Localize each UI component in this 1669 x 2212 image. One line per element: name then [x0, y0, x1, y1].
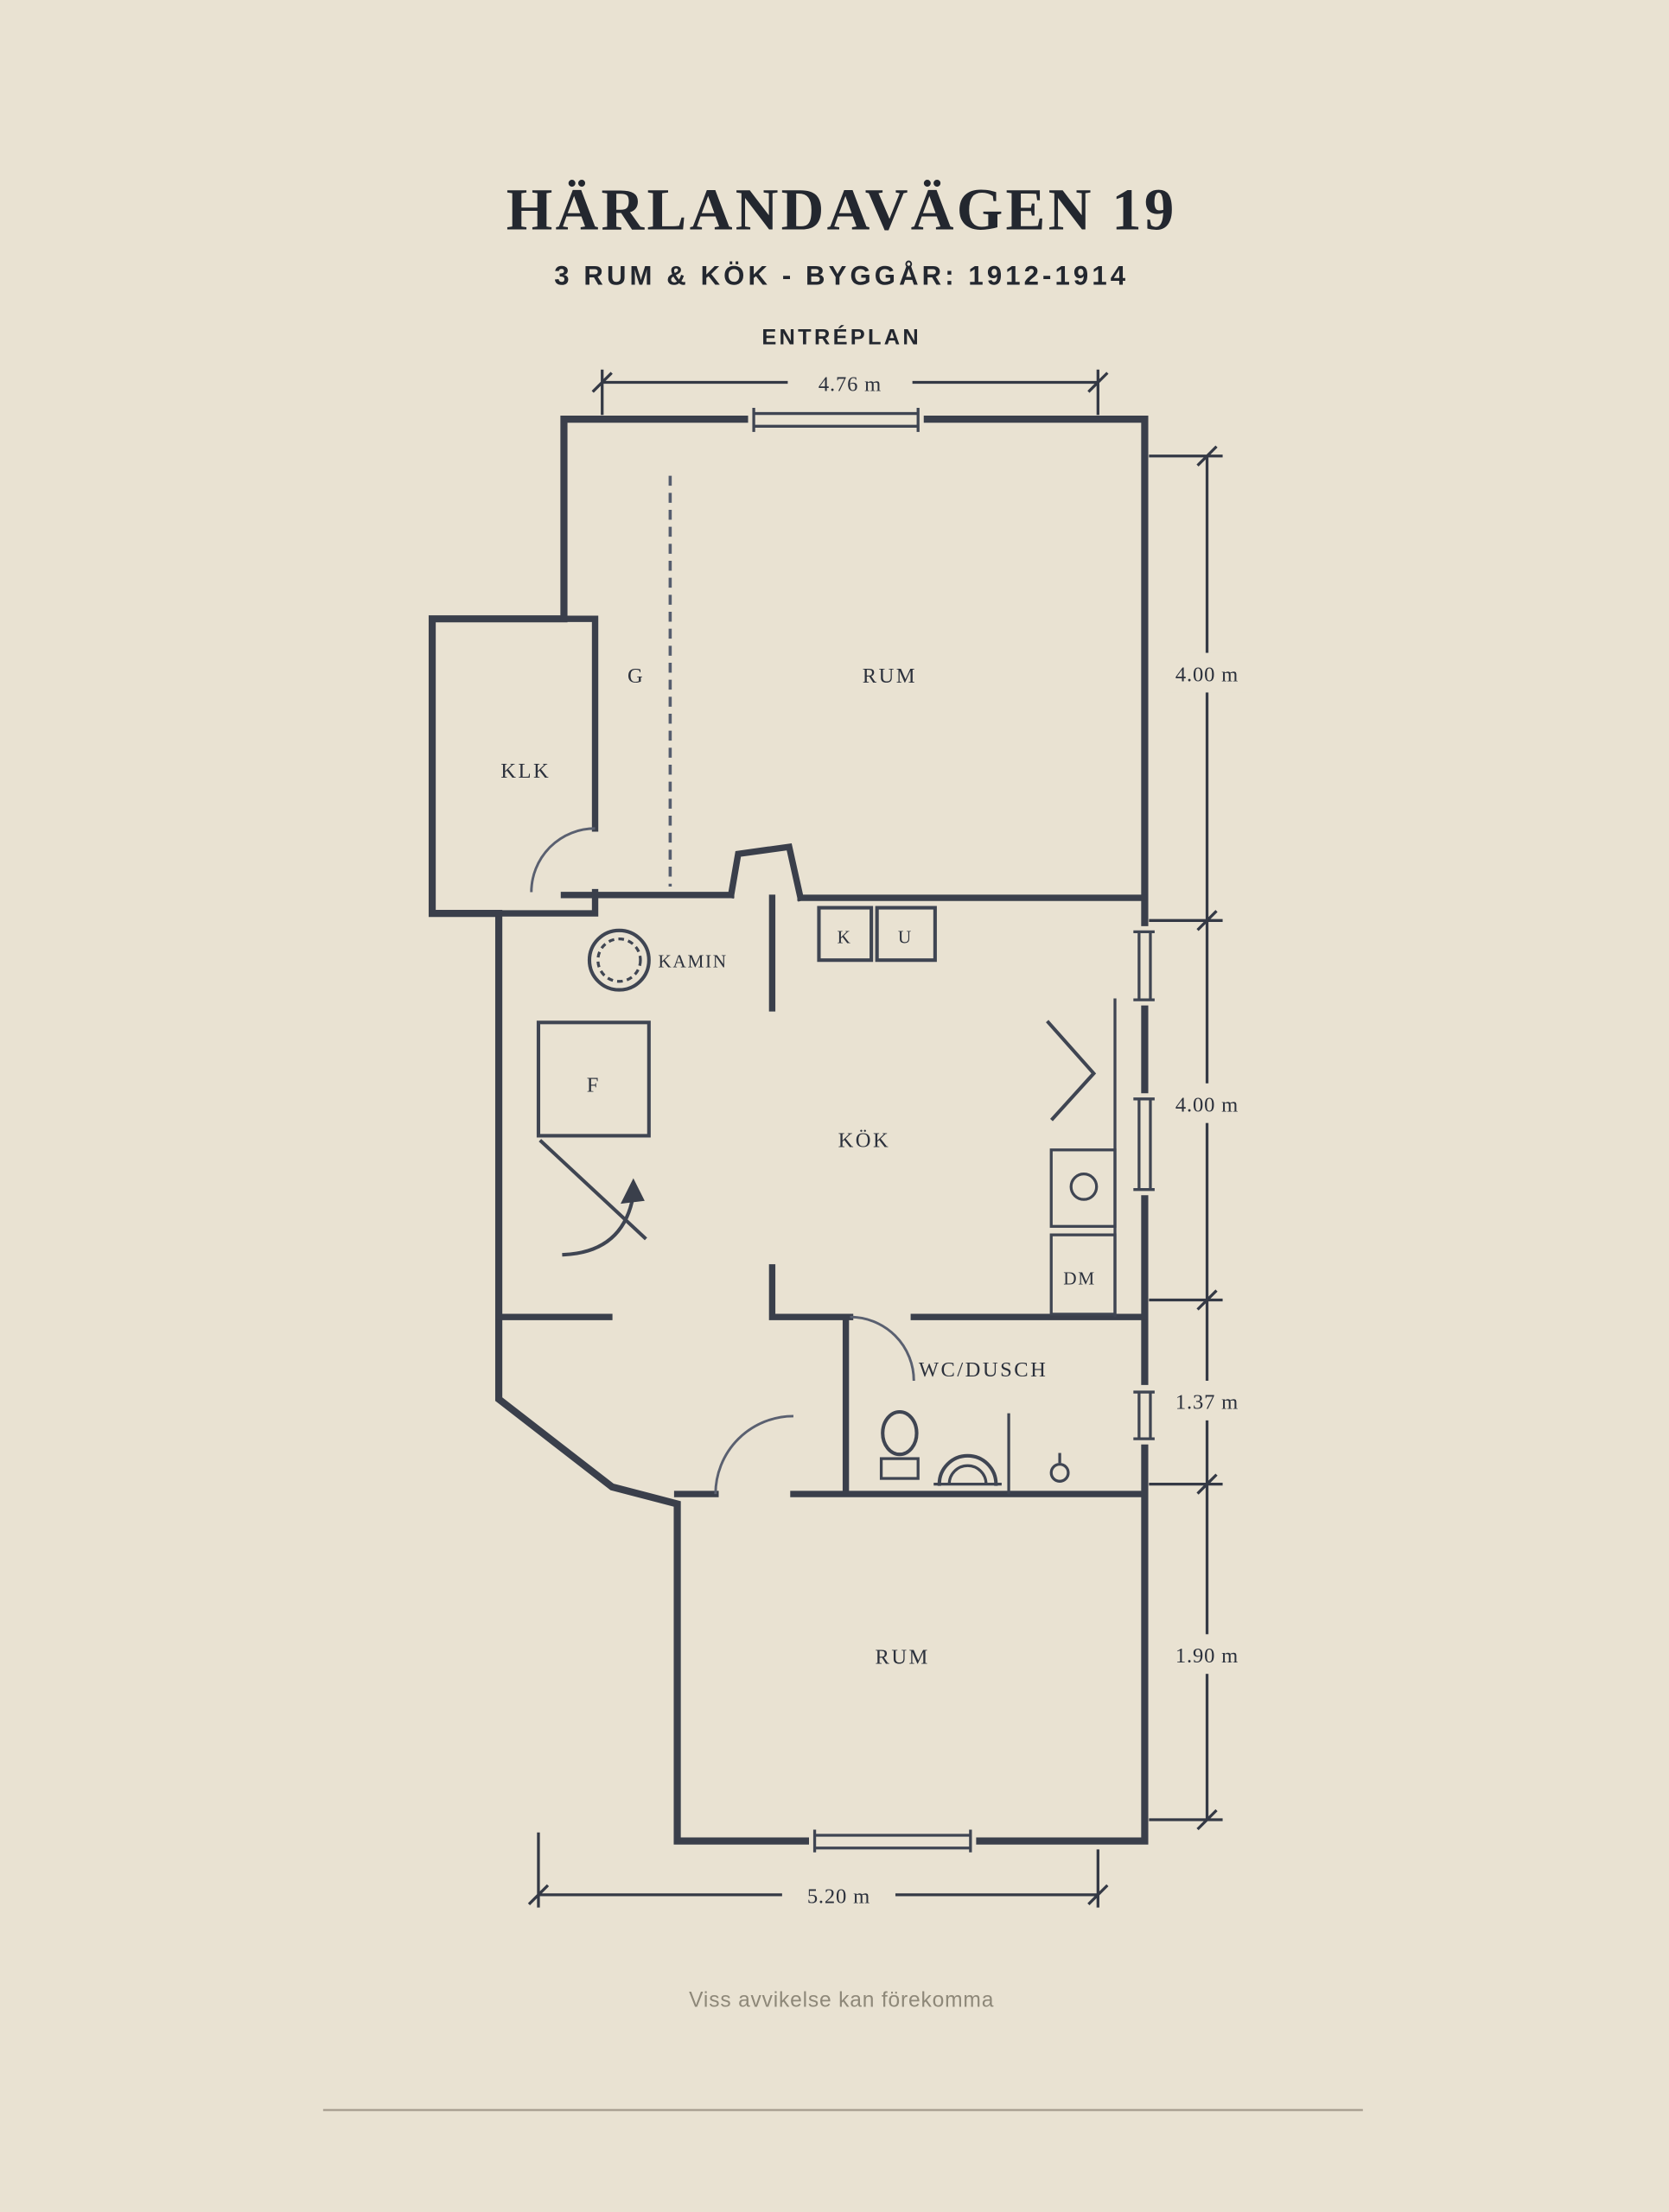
closet-f	[536, 1020, 651, 1138]
label-garderob: G	[627, 664, 645, 688]
dim-right-mid-label: 4.00 m	[1175, 1094, 1239, 1117]
header: HÄRLANDAVÄGEN 19 3 RUM & KÖK - BYGGÅR: 1…	[506, 177, 1177, 350]
door-arc-lower-room	[714, 1414, 793, 1495]
fridge-mark	[1046, 1020, 1097, 1122]
dimension-right: 4.00 m 4.00 m 1.37 m 1.90 m	[1149, 445, 1252, 1831]
page-subtitle: 3 RUM & KÖK - BYGGÅR: 1912-1914	[554, 260, 1129, 290]
dim-right-lower-label: 1.90 m	[1175, 1644, 1239, 1668]
window-bottom	[808, 1829, 977, 1853]
page-title: HÄRLANDAVÄGEN 19	[506, 177, 1177, 243]
dimension-top: 4.76 m	[591, 360, 1109, 416]
door-arc-wc	[850, 1315, 915, 1381]
label-k: K	[837, 927, 851, 948]
door-arc-klk	[530, 827, 596, 893]
label-rum-lower: RUM	[875, 1646, 929, 1669]
dim-top-label: 4.76 m	[819, 372, 882, 396]
wash-basin	[1049, 1452, 1070, 1483]
stair-diagonal	[538, 1139, 647, 1241]
label-wc-dusch: WC/DUSCH	[919, 1358, 1048, 1382]
exterior-walls	[428, 416, 1149, 1845]
label-u: U	[898, 927, 913, 948]
window-right-wc	[1133, 1384, 1156, 1445]
label-rum-upper: RUM	[863, 664, 917, 688]
label-kamin: KAMIN	[658, 950, 727, 971]
dim-bottom-label: 5.20 m	[807, 1885, 870, 1909]
toilet	[879, 1409, 920, 1480]
kitchen-sink	[1049, 1148, 1117, 1228]
label-kok: KÖK	[838, 1129, 891, 1153]
dim-right-wc-label: 1.37 m	[1175, 1391, 1239, 1414]
dishwasher	[1049, 1233, 1117, 1316]
window-top	[748, 408, 924, 432]
cabinet-u	[875, 906, 937, 963]
plan-name: ENTRÉPLAN	[761, 324, 921, 349]
label-klk: KLK	[500, 760, 551, 783]
label-dm: DM	[1063, 1268, 1096, 1289]
window-right-kitchen-upper	[1133, 925, 1156, 1006]
entry-arrow	[562, 1178, 645, 1257]
disclaimer-text: Viss avvikelse kan förekomma	[689, 1988, 994, 2012]
kamin-stove	[587, 928, 651, 992]
shower-sink	[933, 1453, 1002, 1486]
dim-right-upper-label: 4.00 m	[1175, 663, 1239, 686]
floor-plan: RUM KLK G KAMIN K U F KÖK DM WC/DUSCH RU…	[428, 408, 1156, 1853]
footer: Viss avvikelse kan förekomma	[322, 1988, 1363, 2112]
label-f: F	[587, 1074, 601, 1097]
balcony-door-right	[1133, 1093, 1156, 1196]
cabinet-k	[817, 906, 874, 963]
interior-walls	[495, 615, 1149, 1497]
dimension-bottom: 5.20 m	[527, 1832, 1109, 1916]
